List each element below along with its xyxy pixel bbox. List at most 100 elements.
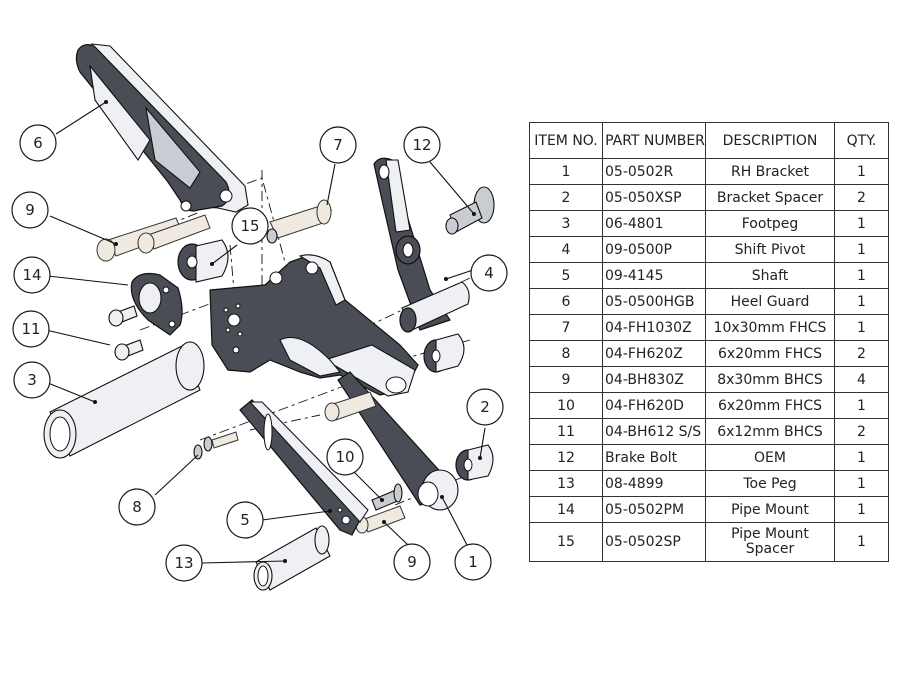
- cell-item-no: 8: [529, 340, 603, 367]
- cell-item-no: 12: [529, 444, 603, 471]
- cell-qty: 1: [834, 470, 889, 497]
- part-toe-peg: [253, 525, 331, 591]
- cell-item-no: 9: [529, 366, 603, 393]
- cell-item-no: 11: [529, 418, 603, 445]
- part-brake-bolt: [445, 186, 495, 235]
- callout-11: 11: [12, 310, 50, 348]
- cell-qty: 1: [834, 210, 889, 237]
- cell-qty: 1: [834, 262, 889, 289]
- cell-part-number: 05-0502SP: [602, 522, 706, 562]
- callout-14: 14: [13, 256, 51, 294]
- cell-description: 6x20mm FHCS: [705, 392, 835, 419]
- cell-description: Bracket Spacer: [705, 184, 835, 211]
- svg-text:6: 6: [33, 134, 43, 152]
- cell-description: 10x30mm FHCS: [705, 314, 835, 341]
- part-shaft: [239, 399, 369, 536]
- cell-item-no: 15: [529, 522, 603, 562]
- cell-qty: 4: [834, 366, 889, 393]
- leader-lines: [45, 100, 486, 564]
- cell-qty: 1: [834, 522, 889, 562]
- cell-description: RH Bracket: [705, 158, 835, 185]
- header-qty: QTY.: [834, 122, 889, 159]
- svg-text:12: 12: [412, 136, 431, 154]
- cell-description: Heel Guard: [705, 288, 835, 315]
- svg-text:14: 14: [22, 266, 41, 284]
- cell-part-number: 09-4145: [602, 262, 706, 289]
- part-fhcs-10x30: [266, 199, 332, 244]
- cell-item-no: 13: [529, 470, 603, 497]
- cell-qty: 1: [834, 392, 889, 419]
- cell-part-number: 04-FH1030Z: [602, 314, 706, 341]
- callout-7: 7: [319, 126, 357, 164]
- cell-qty: 1: [834, 158, 889, 185]
- callout-3: 3: [13, 361, 51, 399]
- header-item-no: ITEM NO.: [529, 122, 603, 159]
- cell-description: 6x20mm FHCS: [705, 340, 835, 367]
- cell-description: Pipe Mount Spacer: [705, 522, 835, 562]
- svg-text:11: 11: [21, 320, 40, 338]
- callout-10: 10: [326, 438, 364, 476]
- cell-description: 8x30mm BHCS: [705, 366, 835, 393]
- cell-qty: 2: [834, 418, 889, 445]
- cell-part-number: 04-FH620Z: [602, 340, 706, 367]
- cell-part-number: 09-0500P: [602, 236, 706, 263]
- part-bhcs-6x12: [108, 305, 144, 361]
- cell-part-number: 04-BH612 S/S: [602, 418, 706, 445]
- part-footpeg: [43, 341, 205, 459]
- cell-part-number: 05-0500HGB: [602, 288, 706, 315]
- svg-text:13: 13: [174, 554, 193, 572]
- table-header-row: ITEM NO. PART NUMBER DESCRIPTION QTY.: [529, 122, 889, 159]
- callout-6: 6: [19, 124, 57, 162]
- cell-part-number: 05-050XSP: [602, 184, 706, 211]
- cell-qty: 2: [834, 184, 889, 211]
- callout-15: 15: [231, 207, 269, 245]
- cell-part-number: Brake Bolt: [602, 444, 706, 471]
- callout-9-upper: 9: [11, 191, 49, 229]
- svg-text:7: 7: [333, 136, 343, 154]
- cell-qty: 2: [834, 340, 889, 367]
- part-pipe-mount-spacer: [177, 239, 229, 283]
- cell-description: OEM: [705, 444, 835, 471]
- cell-item-no: 3: [529, 210, 603, 237]
- cell-item-no: 1: [529, 158, 603, 185]
- part-bracket-spacer-lower: [455, 444, 494, 481]
- part-bracket-spacer-upper: [423, 333, 465, 373]
- callout-1: 1: [454, 543, 492, 581]
- part-shift-pivot: [373, 157, 470, 333]
- cell-description: Footpeg: [705, 210, 835, 237]
- callout-2: 2: [466, 388, 504, 426]
- cell-item-no: 10: [529, 392, 603, 419]
- cell-part-number: 04-FH620D: [602, 392, 706, 419]
- svg-text:1: 1: [468, 553, 478, 571]
- cell-item-no: 7: [529, 314, 603, 341]
- cell-item-no: 2: [529, 184, 603, 211]
- cell-part-number: 05-0502PM: [602, 496, 706, 523]
- svg-text:8: 8: [132, 498, 142, 516]
- cell-description: Shift Pivot: [705, 236, 835, 263]
- callout-4: 4: [470, 254, 508, 292]
- svg-text:15: 15: [240, 217, 259, 235]
- cell-qty: 1: [834, 236, 889, 263]
- svg-text:9: 9: [407, 553, 417, 571]
- exploded-assembly-drawing: 6 9 15 7 12 4 14 11 3 2 10 8 5 9 1 13: [11, 43, 508, 591]
- part-fhcs-6x20: [193, 431, 239, 460]
- svg-text:3: 3: [27, 371, 37, 389]
- cell-part-number: 04-BH830Z: [602, 366, 706, 393]
- header-part-number: PART NUMBER: [602, 122, 706, 159]
- part-pipe-mount: [130, 272, 183, 336]
